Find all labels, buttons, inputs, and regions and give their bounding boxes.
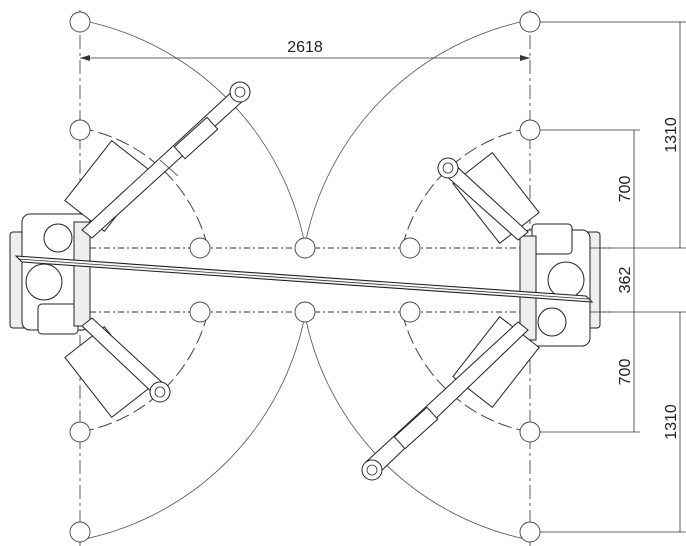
- right-column: [519, 223, 601, 347]
- right-lower-inner-arc: [401, 311, 531, 433]
- left-lower-swing-arc: [79, 314, 306, 541]
- arm-pad-disc: [229, 81, 251, 103]
- dim-extension-lines: [540, 21, 686, 533]
- dim-top-inner-label: 700: [617, 176, 634, 203]
- dim-bottom-inner-label: 700: [617, 359, 634, 386]
- reference-markers: [69, 11, 541, 543]
- dim-bottom-outer-label: 1310: [663, 404, 680, 440]
- marker-circle: [69, 421, 91, 443]
- arm-pad-disc: [361, 459, 383, 481]
- marker-circle: [399, 237, 421, 259]
- marker-circle: [189, 237, 211, 259]
- marker-circle: [69, 119, 91, 141]
- marker-circle: [69, 521, 91, 543]
- marker-circle: [519, 11, 541, 33]
- dim-width: 2618: [80, 39, 530, 61]
- left-upper-inner-arc: [79, 127, 209, 249]
- right-upper-inner-arc: [401, 127, 531, 249]
- dim-top-outer-label: 1310: [663, 117, 680, 153]
- dim-width-label: 2618: [287, 39, 323, 56]
- left-column: [9, 213, 91, 335]
- marker-circle: [399, 301, 421, 323]
- dim-center-gap-label: 362: [617, 267, 634, 294]
- left-lower-inner-arc: [79, 311, 209, 433]
- marker-circle: [189, 301, 211, 323]
- lift-arms: [81, 81, 529, 481]
- arm-pad-disc: [149, 381, 171, 403]
- right-upper-swing-arc: [304, 19, 531, 246]
- marker-circle: [294, 301, 316, 323]
- arm-pad-disc: [437, 157, 459, 179]
- marker-circle: [294, 237, 316, 259]
- marker-circle: [69, 11, 91, 33]
- marker-circle: [519, 421, 541, 443]
- marker-circle: [519, 119, 541, 141]
- marker-circle: [519, 521, 541, 543]
